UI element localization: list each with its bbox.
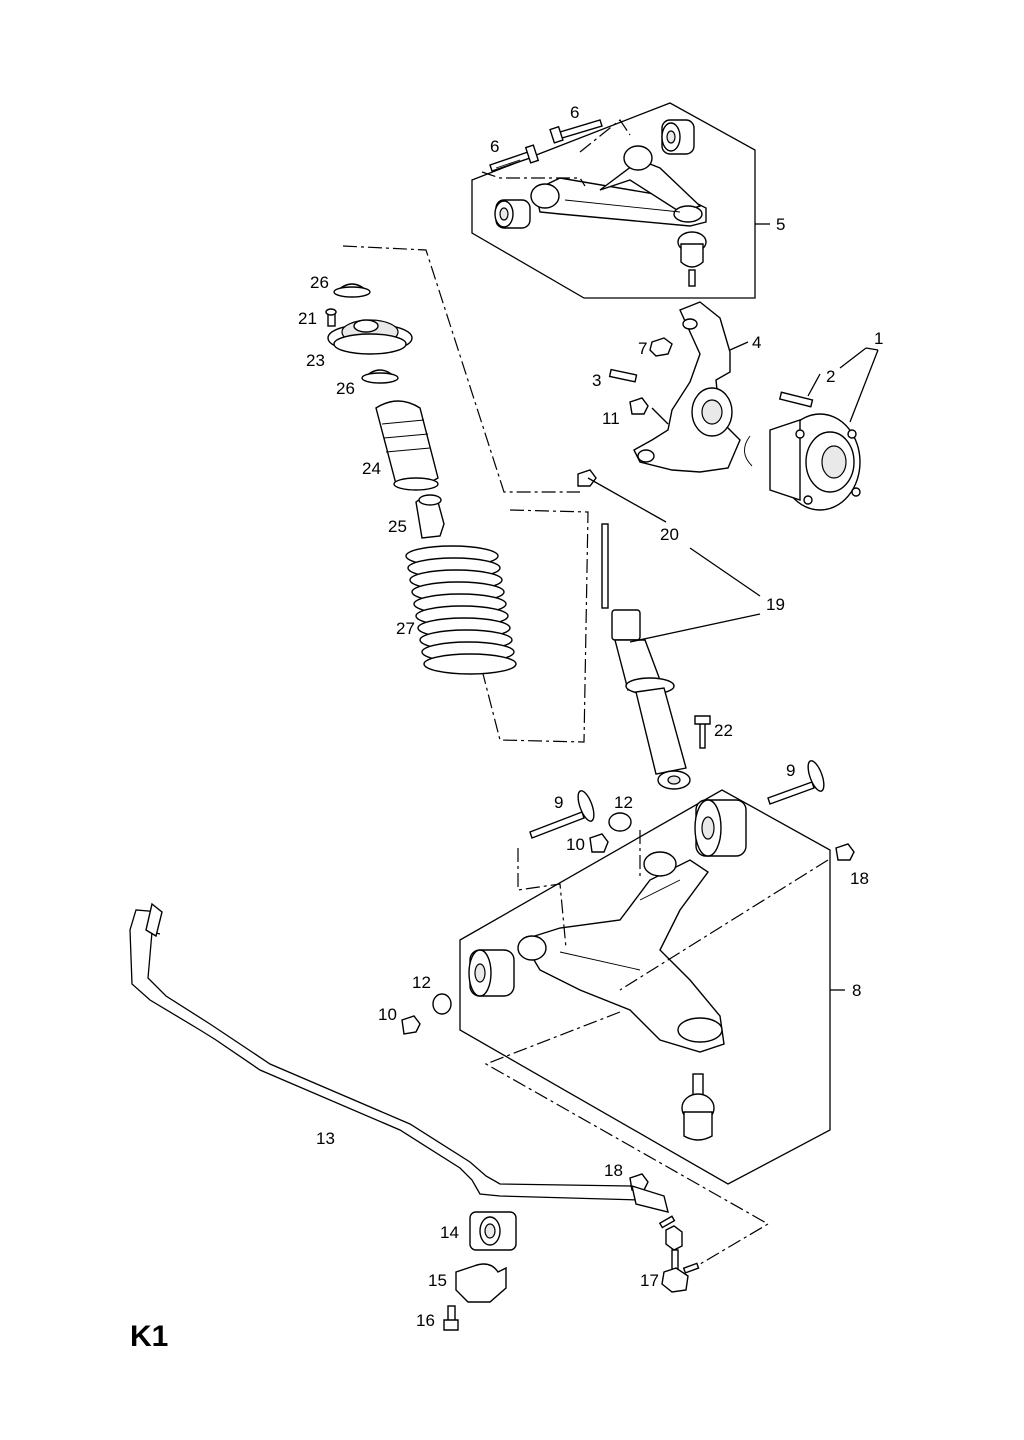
callout-12-lower: 12: [412, 973, 431, 992]
strut-dash-outline: [342, 245, 589, 743]
callout-24: 24: [362, 459, 381, 478]
lower-arm-nut-lower: [401, 1015, 421, 1035]
callout-13: 13: [316, 1129, 335, 1148]
upper-mount-washer-lower: [361, 369, 399, 384]
lower-arm-nut-18-top: [835, 843, 855, 861]
lower-arm-bushing-front: [468, 949, 515, 997]
upper-arm-dash-guides: [481, 119, 631, 187]
upper-arm-bushing-rear: [661, 119, 695, 155]
upper-arm-bolt-2: [549, 119, 603, 144]
callout-26-top: 26: [310, 273, 329, 292]
callout-17: 17: [640, 1271, 659, 1290]
callout-1: 1: [874, 329, 883, 348]
callout-18-lower: 18: [604, 1161, 623, 1180]
callout-3: 3: [592, 371, 601, 390]
lower-arm-washer-upper: [608, 812, 632, 832]
callout-5: 5: [776, 215, 785, 234]
upper-arm-bolt-1: [489, 144, 540, 172]
callout-25: 25: [388, 517, 407, 536]
callout-27: 27: [396, 619, 415, 638]
callout-12-upper: 12: [614, 793, 633, 812]
upper-mount-washer-top: [333, 283, 371, 298]
stabilizer-bushing: [469, 1211, 517, 1251]
callout-23: 23: [306, 351, 325, 370]
callout-10-lower: 10: [378, 1005, 397, 1024]
lower-arm-bushing-rear: [694, 799, 747, 857]
callout-2: 2: [826, 367, 835, 386]
clamp-bolt: [443, 1305, 459, 1331]
lower-arm-nut-18-bottom: [629, 1173, 649, 1191]
bump-stop: [415, 494, 445, 539]
upper-ball-joint: [677, 231, 707, 287]
callout-26-bottom: 26: [336, 379, 355, 398]
callout-22: 22: [714, 721, 733, 740]
leader-lines: [587, 341, 879, 643]
callout-8: 8: [852, 981, 861, 1000]
callout-16: 16: [416, 1311, 435, 1330]
sheet-label: K1: [130, 1320, 168, 1353]
mount-stud: [325, 308, 337, 327]
callout-6-left: 6: [490, 137, 499, 156]
callout-9-left: 9: [554, 793, 563, 812]
upper-control-arm: [530, 145, 707, 227]
strut-bolt: [694, 715, 711, 749]
lower-arm-group-frame: [459, 789, 845, 1185]
callout-labels: 1 2 3 4 5 6 6 7 8 9 9 10 10 11 12 12 13 …: [298, 103, 883, 1330]
hub-bolt: [778, 391, 814, 408]
callout-7: 7: [638, 339, 647, 358]
lower-arm-bolt-front: [529, 790, 595, 839]
knuckle-bolt: [608, 368, 638, 383]
knuckle-nut-lower: [629, 397, 649, 415]
strut-nut: [577, 469, 597, 487]
upper-arm-bushing-front: [494, 199, 531, 229]
lower-control-arm: [517, 851, 725, 1053]
upper-arm-group-frame: [471, 102, 770, 299]
dust-boot: [375, 400, 439, 491]
steering-knuckle: [633, 301, 741, 473]
stabilizer-link: [658, 1215, 700, 1293]
coil-spring: [405, 545, 517, 675]
knuckle-nut: [649, 337, 673, 357]
lower-arm-nut-upper: [589, 833, 609, 853]
shock-absorber: [601, 523, 691, 790]
callout-21: 21: [298, 309, 317, 328]
callout-9-right: 9: [786, 761, 795, 780]
wheel-hub: [744, 413, 861, 511]
callout-4: 4: [752, 333, 761, 352]
callout-6-right: 6: [570, 103, 579, 122]
callout-18-upper: 18: [850, 869, 869, 888]
lower-ball-joint: [681, 1073, 715, 1141]
callout-10-upper: 10: [566, 835, 585, 854]
stabilizer-bar: [129, 902, 669, 1213]
stabilizer-clamp: [455, 1263, 507, 1303]
lower-arm-bolt-rear: [767, 760, 825, 805]
spring-coil: [423, 653, 517, 675]
callout-14: 14: [440, 1223, 459, 1242]
callout-15: 15: [428, 1271, 447, 1290]
callout-20: 20: [660, 525, 679, 544]
lower-arm-washer-lower: [432, 993, 452, 1015]
callout-19: 19: [766, 595, 785, 614]
lower-arm-dash-guides: [484, 830, 829, 1271]
strut-top-mount: [327, 319, 413, 355]
callout-11: 11: [602, 409, 620, 428]
